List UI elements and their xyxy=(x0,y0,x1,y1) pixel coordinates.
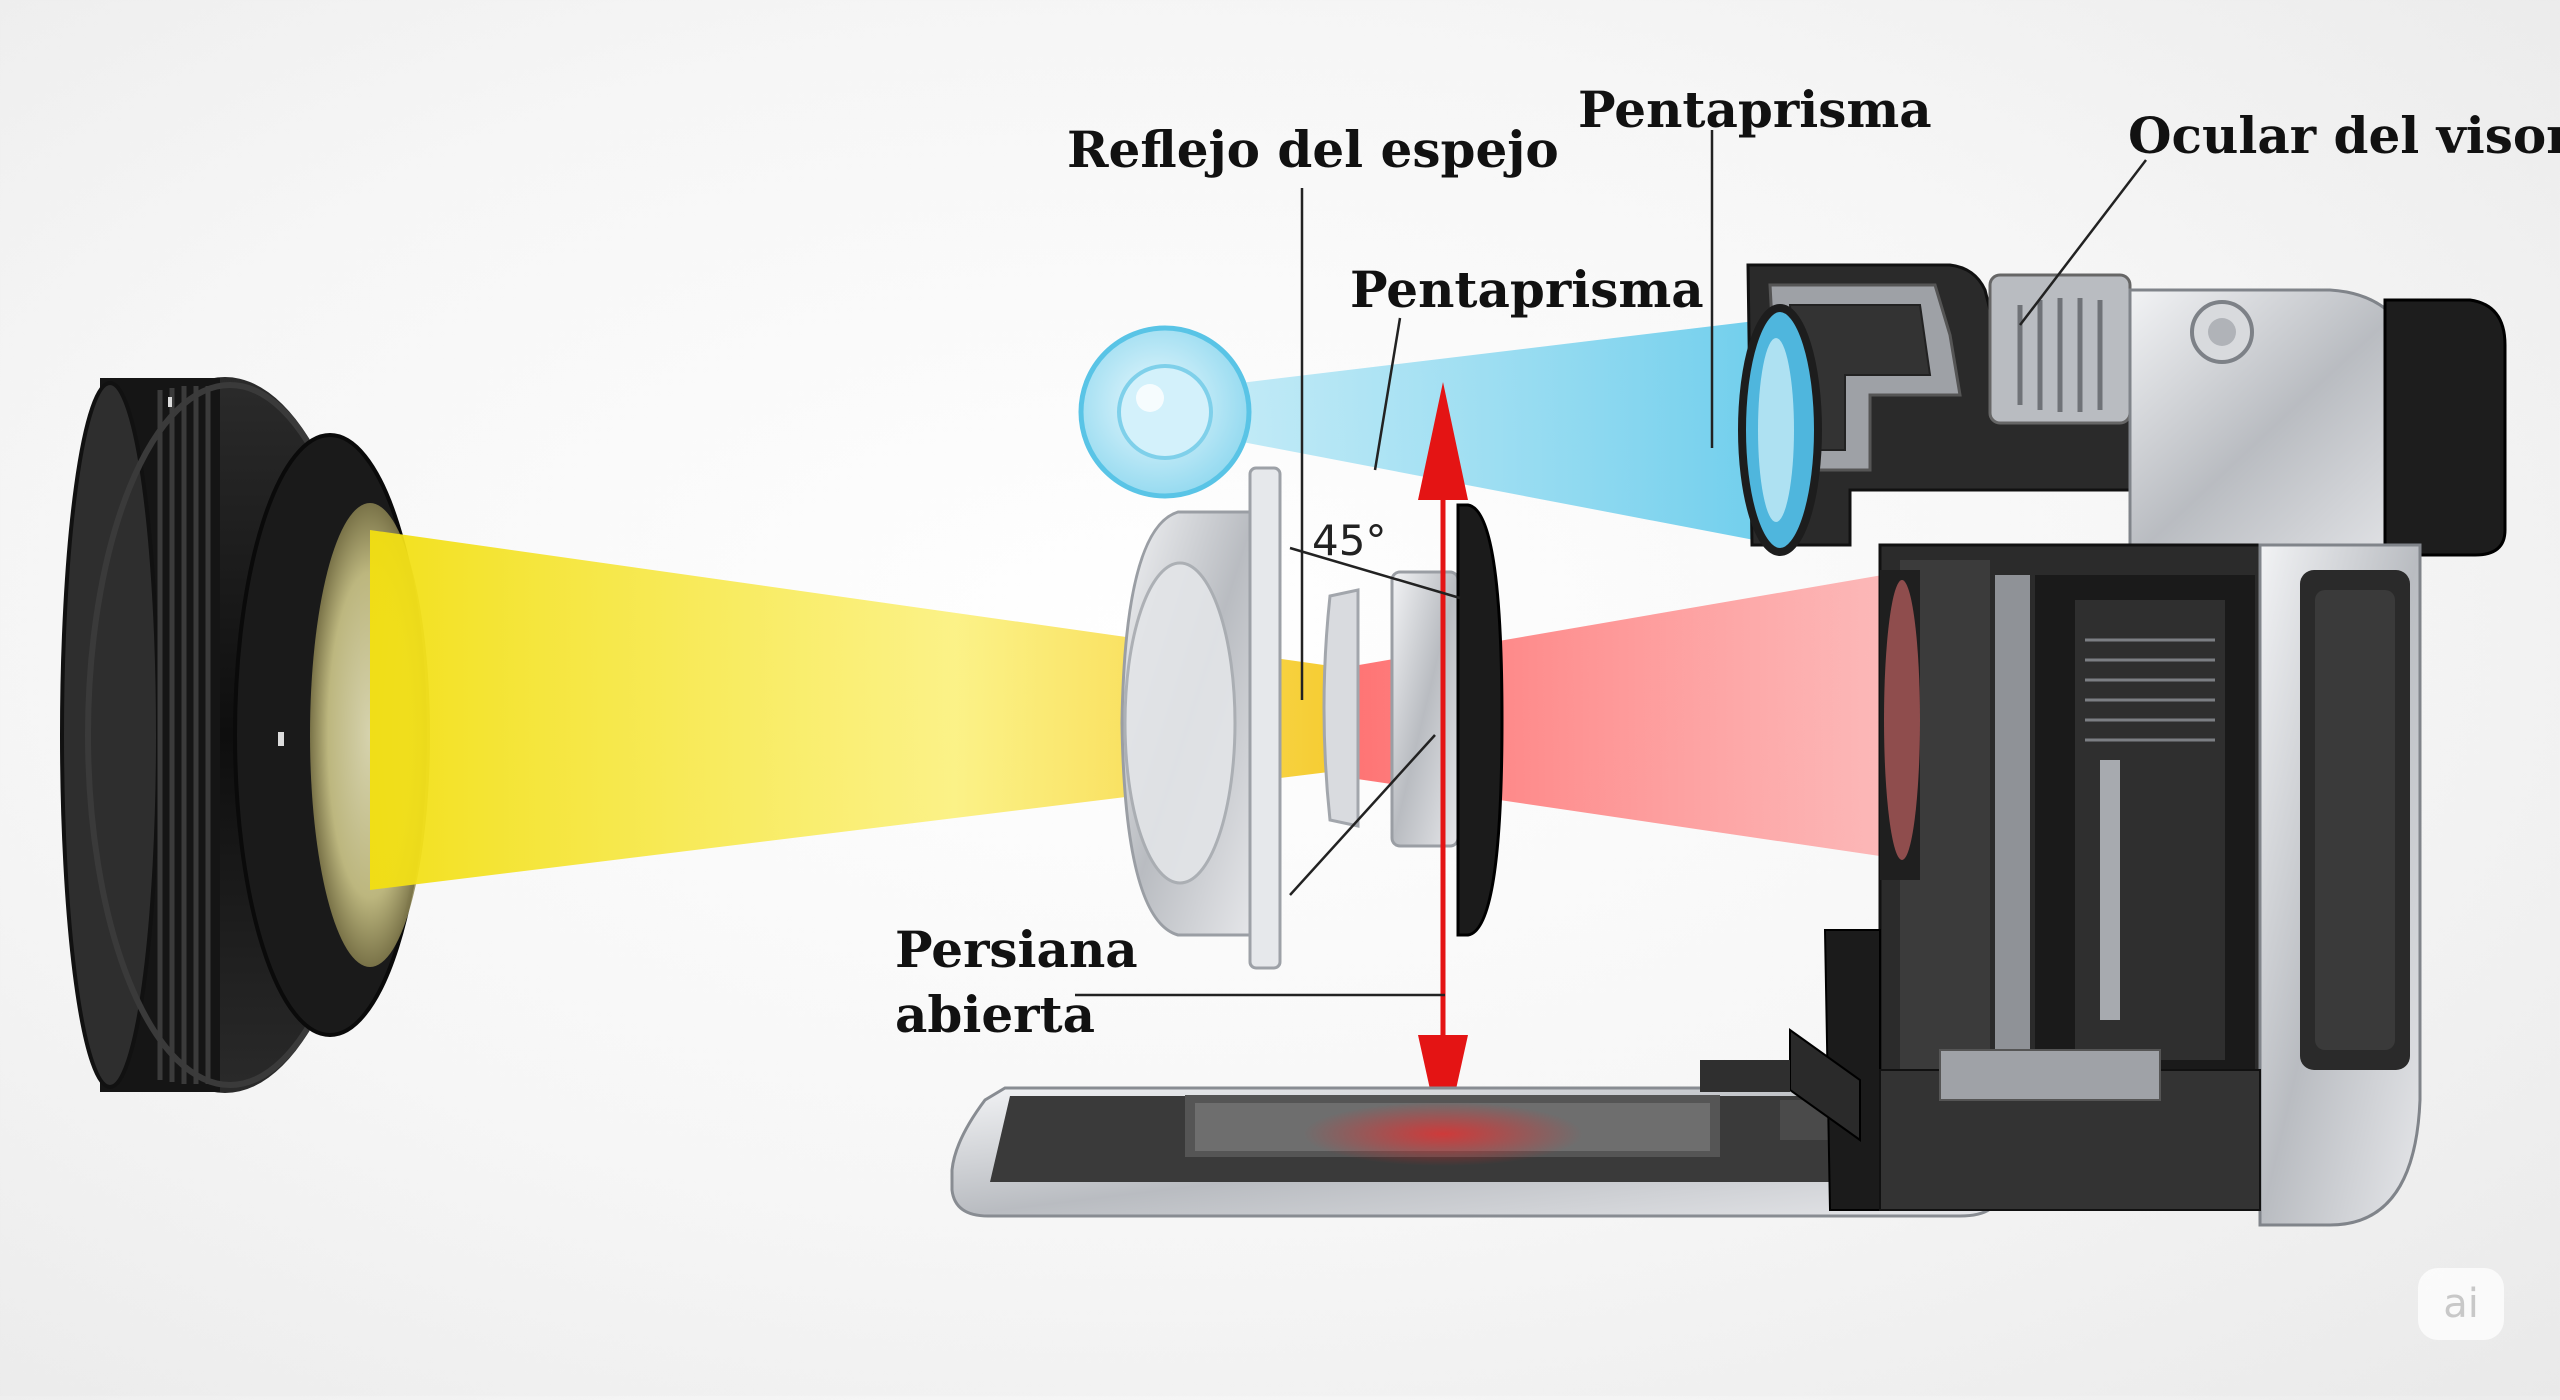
ai-badge: ai xyxy=(2418,1268,2504,1340)
leader-angle-2 xyxy=(1289,734,1436,896)
leader-lines xyxy=(1075,130,2147,997)
leader-eyepiece xyxy=(2019,159,2147,326)
camera-body xyxy=(1700,263,2507,1227)
incoming-light-beam xyxy=(370,530,1345,890)
leader-pentaprism-mid xyxy=(1373,317,1402,471)
eye-icon xyxy=(1078,325,1252,499)
label-eyepiece: Ocular del visor xyxy=(2128,106,2560,165)
label-mirror: Reflejo del espejo xyxy=(1067,120,1559,179)
leader-angle-1 xyxy=(1289,546,1461,600)
label-angle: 45° xyxy=(1312,516,1387,565)
label-shutter-line2: abierta xyxy=(895,985,1095,1044)
viewfinder-light-beam xyxy=(1232,318,1780,545)
label-pentaprism-top: Pentaprisma xyxy=(1578,80,1932,139)
label-shutter-line1: Persiana xyxy=(895,920,1138,979)
label-pentaprism-mid: Pentaprisma xyxy=(1350,260,1704,319)
